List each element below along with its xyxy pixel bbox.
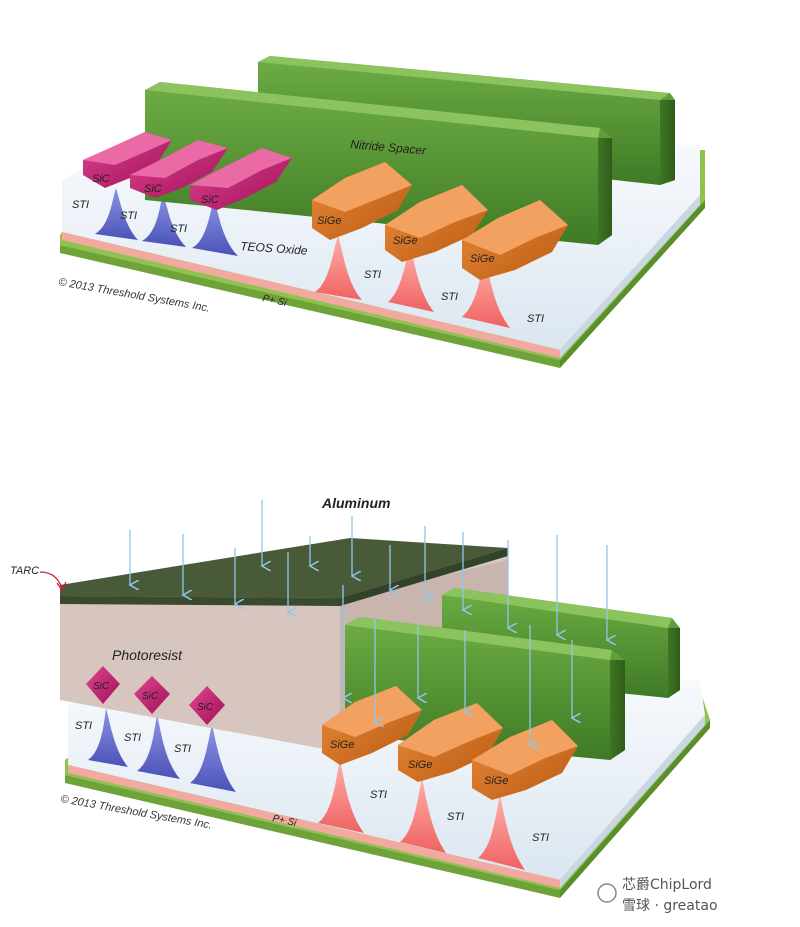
bottom-sic-3 [189, 686, 225, 725]
top-sige-2 [385, 185, 488, 262]
bottom-sige-2 [398, 703, 503, 782]
tarc-pointer-head [56, 581, 67, 592]
top-sic-3 [190, 148, 292, 210]
tarc-pointer [39, 571, 63, 589]
watermark-logo-icon [597, 883, 617, 903]
top-nitride-spacer-front [145, 82, 612, 245]
top-sic-1 [83, 132, 172, 188]
top-teos-oxide-label: TEOS Oxide [240, 239, 308, 258]
top-sic-group: SiC SiC SiC [83, 132, 292, 210]
photoresist-label: Photoresist [112, 647, 183, 663]
bottom-sti-label-3: STI [174, 743, 191, 755]
top-substrate-label: P+ Si [261, 293, 288, 309]
bottom-sti-label-4: STI [370, 789, 387, 801]
top-p-regions [315, 236, 510, 328]
top-sige-label-3: SiGe [470, 253, 494, 265]
bottom-sti-label-6: STI [532, 832, 549, 844]
top-sige-label-2: SiGe [393, 235, 417, 247]
top-sti-label-5: STI [441, 291, 458, 303]
bottom-sic-group: SiC SiC SiC [86, 666, 225, 725]
top-sti-label-6: STI [527, 313, 544, 325]
top-sic-label-3: SiC [201, 194, 219, 206]
bottom-sic-label-3: SiC [197, 702, 214, 713]
bottom-sige-3 [472, 720, 578, 800]
top-sic-label-2: SiC [144, 183, 162, 195]
top-sige-group: SiGe SiGe SiGe [312, 162, 568, 280]
bottom-sige-label-2: SiGe [408, 759, 432, 771]
top-sige-1 [312, 162, 412, 240]
bottom-sti-label-1: STI [75, 720, 92, 732]
top-sic-2 [130, 140, 228, 198]
bottom-sic-1 [86, 666, 120, 704]
top-sti-label-3: STI [170, 223, 187, 235]
bottom-sige-label-1: SiGe [330, 739, 354, 751]
bottom-sti-label-5: STI [447, 811, 464, 823]
aluminum-deposition-arrows [130, 500, 607, 745]
bottom-sige-group: SiGe SiGe SiGe [322, 686, 578, 800]
bottom-n-regions [88, 708, 236, 792]
tarc-label: TARC [10, 565, 39, 577]
bottom-sige-label-3: SiGe [484, 775, 508, 787]
top-diagram: Nitride Spacer SiC SiC SiC [57, 56, 705, 368]
bottom-sige-1 [322, 686, 422, 765]
bottom-substrate-label: P+ Si [271, 813, 298, 829]
top-sti-label-2: STI [120, 210, 137, 222]
bottom-p-regions [318, 760, 525, 870]
watermark: 芯爵ChipLord 雪球 · greatao [597, 877, 718, 914]
bottom-diagram: Photoresist TARC SiC SiC SiC [10, 495, 710, 898]
aluminum-label: Aluminum [321, 495, 390, 511]
top-sic-label-1: SiC [92, 173, 110, 185]
bottom-sic-label-1: SiC [93, 681, 110, 692]
top-sti-label-1: STI [72, 199, 89, 211]
watermark-line2: 雪球 · greatao [622, 898, 718, 914]
top-n-regions [95, 188, 238, 256]
top-nitride-spacer-label: Nitride Spacer [350, 137, 428, 158]
top-sige-label-1: SiGe [317, 215, 341, 227]
bottom-sic-label-2: SiC [142, 691, 159, 702]
bottom-sti-label-2: STI [124, 732, 141, 744]
top-sti-label-4: STI [364, 269, 381, 281]
top-sige-3 [462, 200, 568, 280]
bottom-sic-2 [134, 676, 170, 714]
tarc-layer [60, 538, 508, 606]
watermark-line1: 芯爵ChipLord [622, 877, 712, 893]
